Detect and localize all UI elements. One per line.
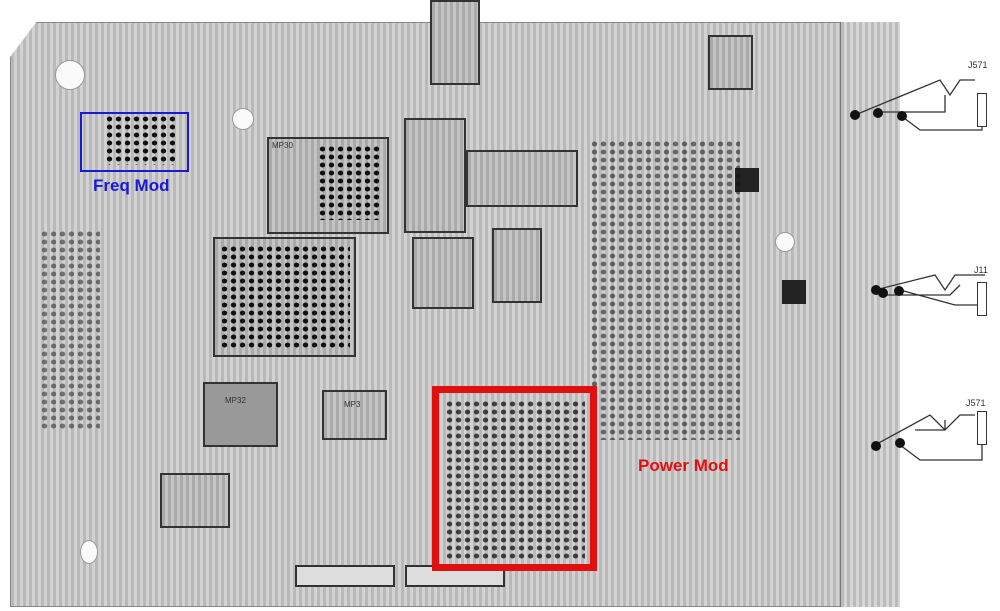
mp32-label: MP32 [225,396,246,405]
shield-block [708,35,753,90]
mp3-shield: MP3 [322,390,387,440]
mounting-hole [775,232,795,252]
mounting-hole [232,108,254,130]
mp32-shield: MP32 [203,382,278,447]
freq-mod-label: Freq Mod [93,176,170,195]
ic-chip [782,280,806,304]
j11-label: J11 [974,265,988,275]
j571-top-connector [977,93,987,127]
freq-mod-highlight-box [80,112,189,172]
mp30-label: MP30 [272,141,293,150]
power-mod-highlight-box [432,386,597,571]
mounting-hole [55,60,85,90]
shield-block [404,118,466,233]
shield-block [492,228,542,303]
mounting-hole [80,540,98,564]
connector-block [160,473,230,528]
component-cluster [590,140,740,440]
shield-block [430,0,480,85]
pcb-edge-connector-strip [840,22,900,607]
j11-connector [977,282,987,316]
component-cluster [318,145,380,220]
j571-top-label: J571 [968,60,988,70]
freq-mod-components [105,115,175,165]
j571-bottom-label: J571 [966,398,986,408]
shield-block [412,237,474,309]
shield-block [466,150,578,207]
power-mod-components [445,400,585,560]
component-cluster [40,230,100,430]
ribbon-connector [295,565,395,587]
mp3-label: MP3 [344,400,361,409]
j571-bottom-connector [977,411,987,445]
power-mod-label: Power Mod [638,456,729,475]
component-cluster [220,245,350,350]
